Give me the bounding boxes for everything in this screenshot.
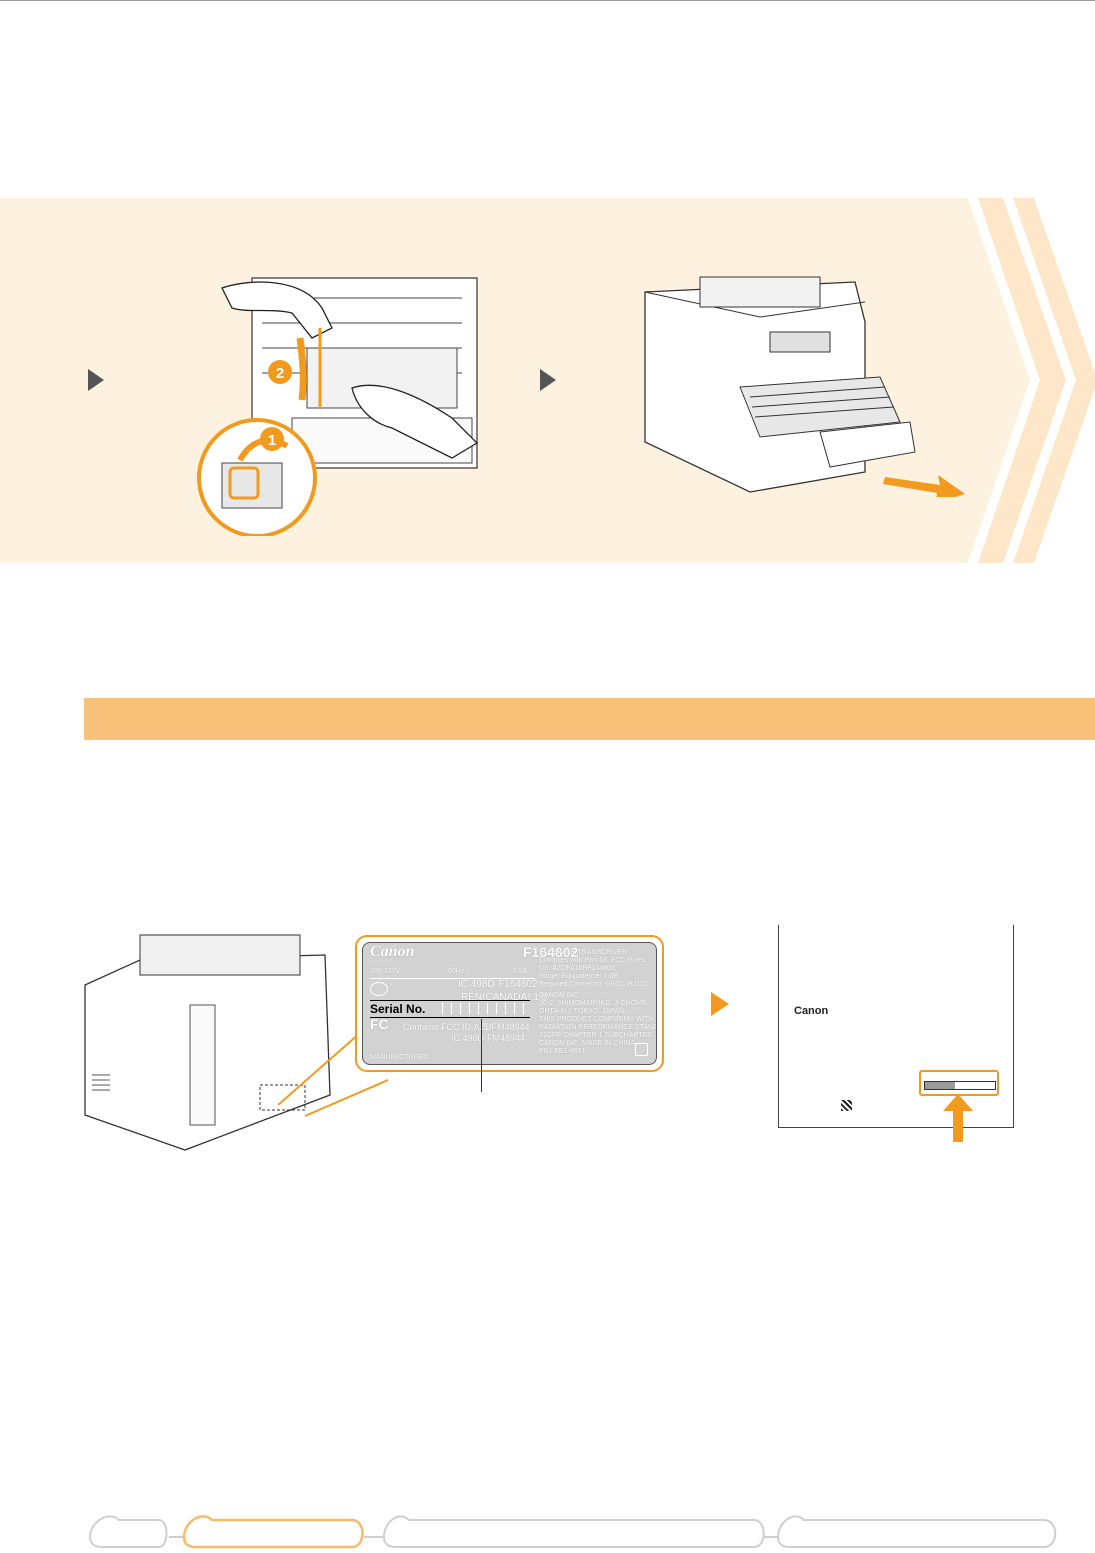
bottom-nav-tabs[interactable] [84,1500,1064,1553]
label-line: CANON INC. [539,992,657,1000]
serial-number-label: Serial No. [370,1002,425,1016]
serial-number-field: Serial No. [370,1002,530,1016]
label-frequency: 60Hz [448,968,464,976]
callout-1-icon: 1 [268,432,276,449]
step-arrow-orange [711,992,729,1016]
label-ic-id: IC:498D-F164802 [458,981,538,989]
label-line: US: AZDFA10BF164802 [539,965,657,973]
label-right-column: FACSIMILE TRANSCEIVER Complies with Part… [539,949,657,1056]
rating-label-closeup: Canon F164802 100-127V 60Hz 6.5A IC:498D… [355,935,664,1072]
label-line: OHTA-KU, TOKYO, JAPAN [539,1008,657,1016]
label-line: FACSIMILE TRANSCEIVER [539,949,657,957]
label-fcc-contains: Contains FCC ID:AZDFM48944 [403,1023,530,1031]
fcc-logo-icon: FC [370,1020,389,1028]
ul-mark-icon [370,982,388,996]
label-ic-contains: IC:498D-FM48944 [451,1034,525,1042]
tab-active [184,1516,363,1547]
top-rule [0,0,1095,1]
arrow-up-icon [943,1094,973,1142]
label-line: 21CFR CHAPTER 1 SUBCHAPTER J. [539,1032,657,1040]
section-heading-bar [84,698,1095,740]
label-current: 6.5A [513,968,527,976]
serial-box-highlight [919,1070,999,1096]
label-line: THIS PRODUCT CONFORMS WITH DHHS [539,1016,657,1024]
label-manufactured: MANUFACTURED [370,1054,428,1062]
toner-removal-illustration: 2 1 [192,268,482,536]
sheet-brand: Canon [794,1005,828,1017]
label-corner-box [635,1043,648,1056]
label-brand: Canon [370,948,414,956]
label-line: Complies with Part 68, FCC Rules. [539,957,657,965]
step-arrow-2 [540,369,556,391]
label-voltage: 100-127V [370,968,400,976]
step-arrow-1 [88,369,104,391]
label-line: 30-2, SHIMOMARUKO, 3-CHOME, [539,1000,657,1008]
warranty-card: Canon [778,925,1014,1128]
qr-code-icon [841,1100,852,1111]
label-line: Ringer Equivalence: 1.0B [539,973,657,981]
callout-2-icon: 2 [276,365,284,382]
printer-drawer-illustration [640,272,970,497]
label-line: RADIATION PERFORMANCE STANDARD, [539,1024,657,1032]
serial-pointer-line [481,1019,482,1092]
label-line: Required Connector: USOC RJ11C [539,981,657,989]
